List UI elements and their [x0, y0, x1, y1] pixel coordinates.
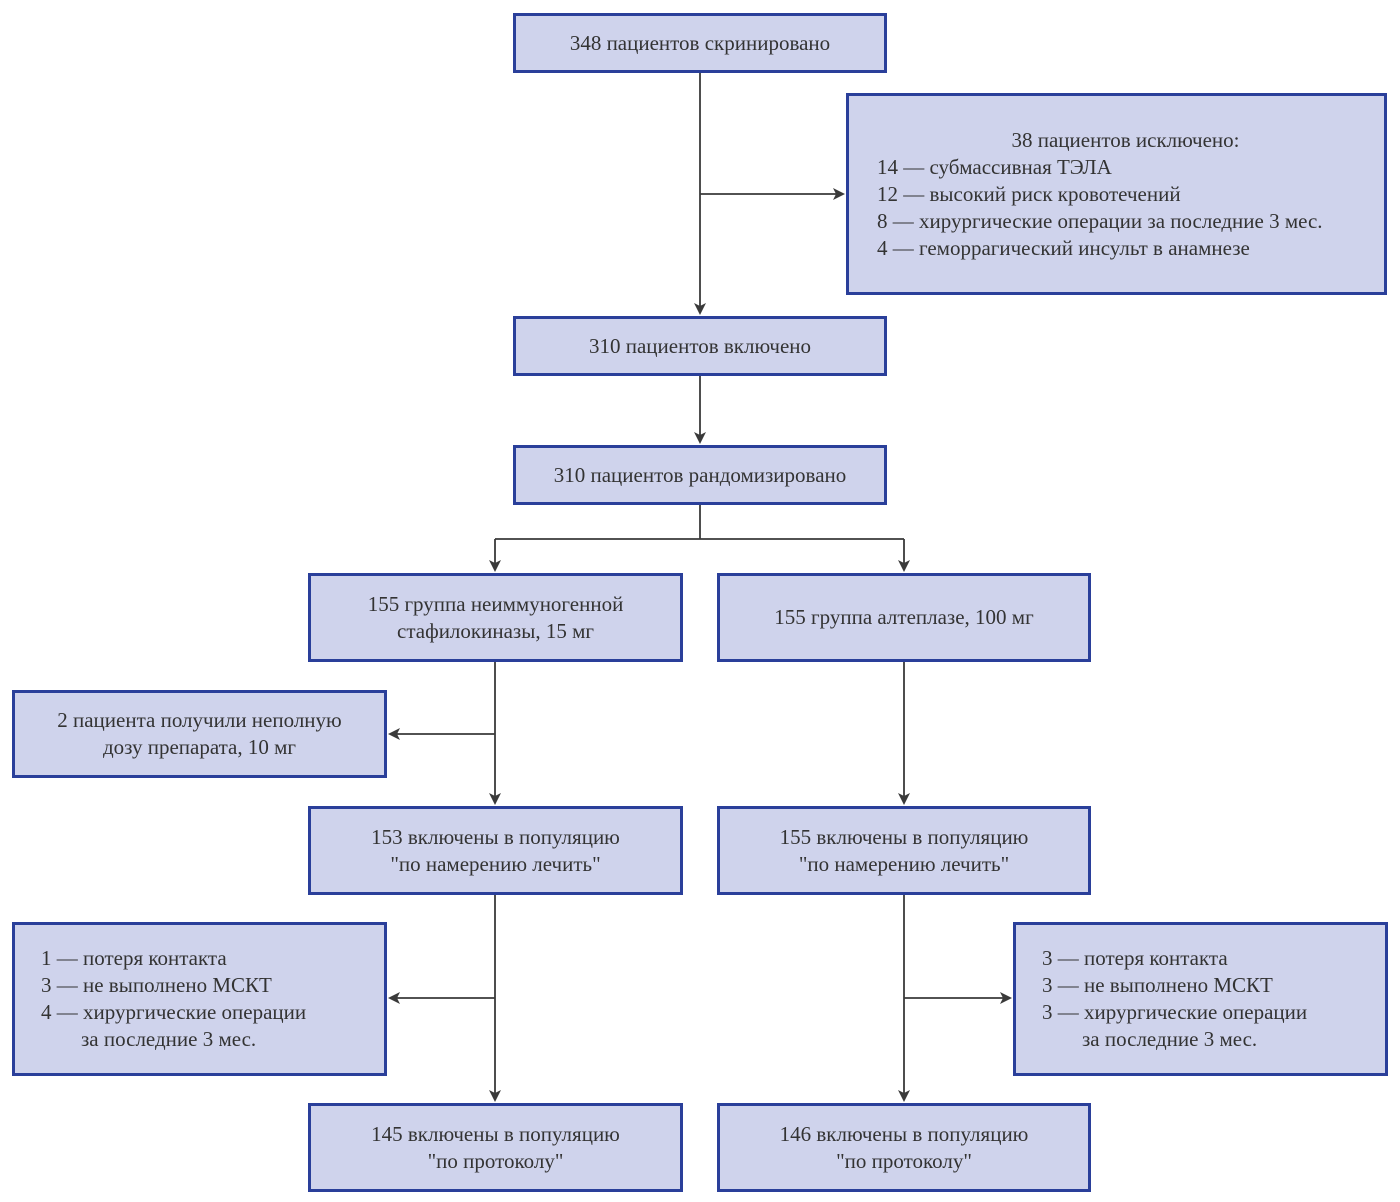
alte-itt-line: 155 включены в популяцию [779, 824, 1029, 849]
staph-itt-box: 153 включены в популяцию "по намерению л… [308, 806, 683, 895]
alte-dropouts-box: 3 — потеря контакта 3 — не выполнено МСК… [1013, 922, 1388, 1076]
alteplase-group-box: 155 группа алтеплазе, 100 мг [717, 573, 1091, 662]
partial-dose-box: 2 пациента получили неполную дозу препар… [12, 690, 387, 778]
staph-pp-line: 145 включены в популяцию [371, 1121, 620, 1146]
staph-itt-line: "по намерению лечить" [390, 851, 601, 876]
staph-group-title-line: стафилокиназы, 15 мг [397, 618, 594, 643]
partial-dose-line: дозу препарата, 10 мг [102, 735, 297, 759]
randomized-label: 310 пациентов рандомизировано [553, 462, 847, 487]
excluded-header: 38 пациентов исключено: [1011, 127, 1240, 152]
alte-per-protocol-box: 146 включены в популяцию "по протоколу" [717, 1103, 1091, 1192]
staph-group-title-line: 155 группа неиммуногенной [367, 591, 624, 616]
partial-dose-line: 2 пациента получили неполную [57, 708, 342, 732]
excluded-reason: 4 — геморрагический инсульт в анамнезе [877, 235, 1250, 260]
staphylokinase-group-box: 155 группа неиммуногенной стафилокиназы,… [308, 573, 683, 662]
alte-group-title: 155 группа алтеплазе, 100 мг [774, 605, 1034, 629]
staph-per-protocol-box: 145 включены в популяцию "по протоколу" [308, 1103, 683, 1192]
excluded-reason: 8 — хирургические операции за последние … [877, 208, 1323, 233]
alte-pp-line: 146 включены в популяцию [779, 1121, 1029, 1146]
alte-dropout-line: 3 — не выполнено МСКТ [1042, 973, 1273, 997]
staph-dropouts-box: 1 — потеря контакта 3 — не выполнено МСК… [12, 922, 387, 1076]
excluded-reason: 14 — субмассивная ТЭЛА [877, 154, 1112, 179]
staph-itt-line: 153 включены в популяцию [371, 824, 620, 849]
staph-dropout-line: 4 — хирургические операции [41, 1000, 307, 1024]
excluded-box: 38 пациентов исключено: 14 — субмассивна… [846, 93, 1387, 295]
staph-dropout-line: 3 — не выполнено МСКТ [41, 973, 272, 997]
staph-dropout-line: за последние 3 мес. [81, 1027, 257, 1051]
excluded-reason: 12 — высокий риск кровотечений [877, 181, 1181, 206]
alte-pp-line: "по протоколу" [836, 1148, 972, 1173]
alte-itt-line: "по намерению лечить" [798, 851, 1010, 876]
screened-box: 348 пациентов скринировано [513, 13, 887, 73]
alte-dropout-line: 3 — потеря контакта [1042, 946, 1228, 970]
alte-dropout-line: 3 — хирургические операции [1042, 1000, 1308, 1024]
alte-dropout-line: за последние 3 мес. [1082, 1027, 1258, 1051]
included-box: 310 пациентов включено [513, 316, 887, 376]
staph-dropout-line: 1 — потеря контакта [41, 946, 227, 970]
staph-pp-line: "по протоколу" [427, 1148, 564, 1173]
screened-label: 348 пациентов скринировано [569, 30, 831, 55]
included-label: 310 пациентов включено [588, 333, 812, 358]
alte-itt-box: 155 включены в популяцию "по намерению л… [717, 806, 1091, 895]
randomized-box: 310 пациентов рандомизировано [513, 445, 887, 505]
